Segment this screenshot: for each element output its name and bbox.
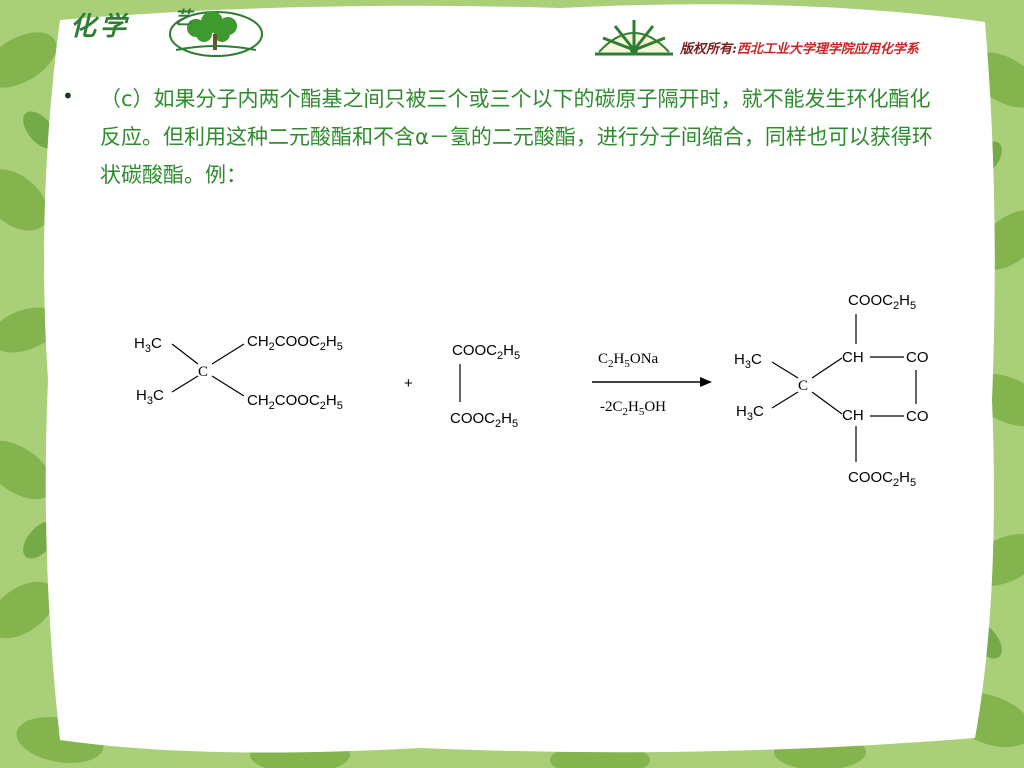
- p-ester-top: COOC2H5: [848, 292, 916, 312]
- p-ch-top: CH: [842, 349, 864, 366]
- r2-ester-bottom: COOC2H5: [450, 410, 518, 430]
- p-ch-bottom: CH: [842, 407, 864, 424]
- svg-text:艺: 艺: [174, 8, 195, 29]
- reactant-2: COOC2H5 COOC2H5: [450, 342, 520, 430]
- reagent-above: C2H5ONa: [598, 351, 659, 370]
- p-methyl-top: H3C: [734, 351, 762, 371]
- copyright-prefix: 版权所有:: [680, 42, 737, 57]
- reactant-1: H3C H3C C CH2COOC2H5 CH2COOC2H5: [134, 333, 343, 412]
- r1-methyl-top: H3C: [134, 335, 162, 355]
- p-methyl-bottom: H3C: [736, 403, 764, 423]
- r2-ester-top: COOC2H5: [452, 342, 520, 362]
- plus-sign: +: [404, 375, 413, 392]
- university-emblem-icon: [595, 20, 673, 56]
- p-ester-bottom: COOC2H5: [848, 469, 916, 489]
- r1-arm-top: CH2COOC2H5: [247, 333, 343, 353]
- copyright-notice: 版权所有:西北工业大学理学院应用化学系: [680, 38, 919, 57]
- r1-arm-bottom: CH2COOC2H5: [247, 392, 343, 412]
- r1-methyl-bottom: H3C: [136, 387, 164, 407]
- copyright-org: 西北工业大学理学院应用化学系: [736, 42, 919, 57]
- reagent-below: -2C2H5OH: [600, 399, 666, 418]
- tree-logo-icon: 艺: [169, 8, 263, 57]
- p-co-bottom: CO: [906, 408, 929, 425]
- logo-text: 化学: [70, 12, 131, 42]
- r1-center-carbon: C: [198, 364, 208, 380]
- bullet-marker: •: [62, 84, 74, 108]
- p-center-carbon: C: [798, 378, 808, 394]
- p-co-top: CO: [906, 349, 929, 366]
- body-paragraph: （c）如果分子内两个酯基之间只被三个或三个以下的碳原子隔开时，就不能发生环化酯化…: [100, 87, 933, 187]
- product: COOC2H5 CH CO CO CH COOC2H5 C H3C H3C: [734, 292, 929, 489]
